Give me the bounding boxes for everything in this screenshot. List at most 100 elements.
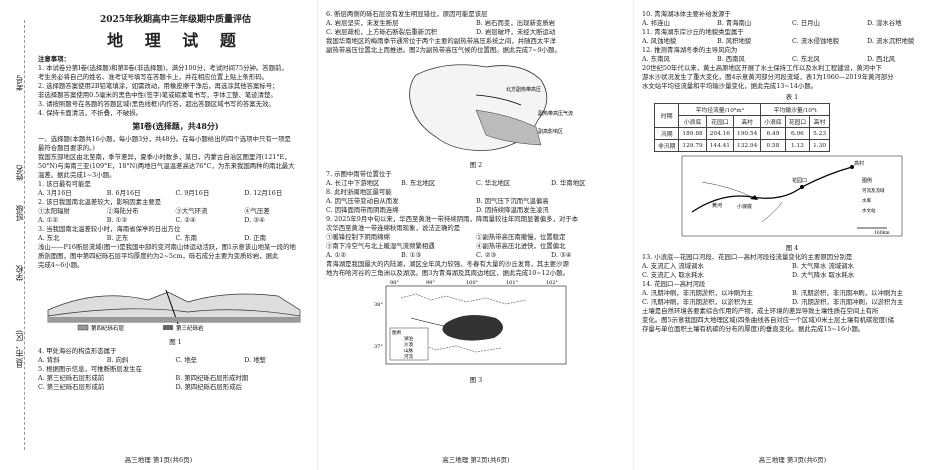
table-cell: 132.94 bbox=[732, 139, 762, 152]
lake-shape bbox=[442, 314, 504, 341]
mountain-range bbox=[400, 293, 527, 305]
question-12-options: A. 东南风 B. 西南风 C. 东北风 D. 西北风 bbox=[642, 55, 942, 64]
question-8-options-2: C. 因锋面雨带而阴雨连绵 D. 因持续降温而发生凌汛 bbox=[326, 206, 626, 215]
passage-line: 浅山——P16断层流域(图一)是我国中部的变河南山体运动活跃，图1示意该山地某一… bbox=[38, 243, 296, 251]
option: C. ②③ bbox=[476, 251, 497, 259]
question-11-options: A. 风蚀地貌 B. 风积地貌 C. 流水侵蚀地貌 D. 流水沉积地貌 bbox=[642, 37, 942, 46]
option: B. 6月16日 bbox=[106, 189, 141, 197]
option: ②海陆分布 bbox=[106, 207, 139, 215]
question-9: 9. 2025年9月中旬以来，华西至黄淮一带持续阴雨，降雨量较往年同期显著偏多，… bbox=[326, 215, 579, 223]
question-8-options: A. 因气压带变动自从而发 B. 因气压下沉而气温偏高 bbox=[326, 197, 626, 206]
legend-item: 山脉 bbox=[404, 347, 413, 354]
note-line: 非选择题答案使用0.5毫米的黑色中性(签字)笔或碳素笔书写，字体工整、笔迹清楚。 bbox=[38, 91, 277, 99]
option: D. ③④ bbox=[244, 216, 265, 224]
table-header-sediment: 平均输沙量/10⁸t bbox=[760, 103, 831, 116]
map-label: 花园口 bbox=[792, 177, 807, 184]
option: B. 向斜 bbox=[106, 356, 129, 364]
longitude-label: 100° bbox=[466, 280, 479, 286]
latitude-label: 37° bbox=[374, 344, 383, 350]
question-10: 10. 青海湖冰体主要补给发源于 bbox=[642, 10, 731, 18]
option: D. ③④ bbox=[551, 251, 572, 259]
passage-line: 地为布哈河谷的三角洲以及湖滨。图3为青海湖及其周边地区，据此完成10~12小题。 bbox=[326, 269, 569, 277]
map-legend bbox=[389, 327, 429, 361]
legend-item: 沙漠 bbox=[404, 341, 413, 348]
question-8: 8. 此时浙闽地区最可能 bbox=[326, 188, 392, 196]
question-9-options: A. ①② B. ①③ C. ②③ D. ③④ bbox=[326, 251, 626, 260]
option: C. 东南 bbox=[175, 234, 198, 242]
option: A. 第三纪砾石层形成前 bbox=[38, 374, 105, 382]
page-footer: 高三地理 第1页(共6页) bbox=[124, 456, 193, 464]
option: C. 岩层疏松，上方砾石断裂后重新沉积 bbox=[326, 28, 437, 36]
notes-heading: 注意事项： bbox=[38, 55, 70, 63]
legend-item: 湖泊 bbox=[404, 335, 413, 342]
option: C. 流水侵蚀地貌 bbox=[792, 37, 840, 45]
option: ②副热带高压南撤慢，位置稳定 bbox=[476, 233, 566, 241]
table-header-runoff: 平均径流量/10⁸m³ bbox=[678, 103, 762, 116]
table-cell: 204.16 bbox=[705, 127, 735, 140]
table-cell: 6.49 bbox=[760, 127, 786, 140]
question-14-options-2: C. 汛期冲刷，非汛期淤积，以淤积为主 D. 汛期淤积，非汛期冲刷，以淤积为主 bbox=[642, 298, 942, 307]
option: A. 3月16日 bbox=[38, 189, 72, 197]
figure-3-caption: 图 3 bbox=[469, 376, 483, 384]
figure-1-caption: 图 1 bbox=[169, 338, 182, 346]
passage-line: 土壤是自然环境各要素综合作用的产物，成土环境的差异导致土壤性质在空间上有所 bbox=[642, 307, 879, 315]
exam-page-2: 6. 断层两侧的砾石层没有发生明显错位，原因可能是该层 A. 岩层坚实，未发生断… bbox=[317, 0, 634, 470]
option: A. 汛期冲刷，非汛期淤积，以冲刷为主 bbox=[642, 289, 753, 297]
rain-belt-line bbox=[475, 94, 522, 106]
option: A. 祁连山 bbox=[642, 19, 670, 27]
note-line: 1. 本试卷分第Ⅰ卷(选择题)和第Ⅱ卷(非选择题)，满分100分，考试时间75分… bbox=[38, 64, 288, 72]
reservoir-marker bbox=[750, 195, 758, 200]
question-6: 6. 断层两侧的砾石层没有发生明显错位，原因可能是该层 bbox=[326, 10, 488, 18]
table-cell: 1.13 bbox=[784, 139, 811, 152]
figure-4-caption: 图 4 bbox=[785, 244, 799, 252]
intro-line: 一、选择题(本题共16小题，每小题3分，共48分。在每小题给出的四个选项中只有一… bbox=[38, 135, 291, 143]
question-7: 7. 示图中雨带位置位于 bbox=[326, 170, 392, 178]
passage-line: 副热带高压位置北上而推进。图2为副热带高压气候的位置图。据此完成7~9小题。 bbox=[326, 46, 561, 54]
latitude-label: 38° bbox=[374, 302, 383, 308]
legend-title: 图例 bbox=[392, 329, 401, 336]
option: B. 岩石而变，出现新变质岩 bbox=[476, 19, 556, 27]
exam-number-label: 考号 bbox=[15, 75, 24, 91]
option: B. 西南风 bbox=[717, 55, 745, 63]
option: ④副热带高压北进快，位置偏北 bbox=[476, 242, 566, 250]
binding-dashed-line bbox=[24, 20, 25, 450]
name-label: 姓名 bbox=[15, 165, 24, 181]
table-subheader: 小浪底 bbox=[678, 115, 707, 128]
question-11: 11. 青海湖东岸沙丘的地貌类型属于 bbox=[642, 28, 744, 36]
question-10-options: A. 祁连山 B. 青海南山 C. 日月山 D. 湟水谷地 bbox=[642, 19, 942, 28]
map-label: 副热带高压气流 bbox=[538, 110, 573, 117]
page-footer: 高三地理 第2页(共6页) bbox=[442, 456, 510, 464]
question-14-options: A. 汛期冲刷，非汛期淤积，以冲刷为主 B. 汛期淤积，非汛期冲刷，以冲刷为主 bbox=[642, 289, 942, 298]
page3-content: 10. 青海湖冰体主要补给发源于 A. 祁连山 B. 青海南山 C. 日月山 D… bbox=[642, 0, 942, 334]
legend-item: 水文站 bbox=[862, 207, 876, 214]
note-line: 2. 选择题答案使用2B铅笔填涂，如需改动，用橡皮擦干净后，再选涂其他答案标号； bbox=[38, 82, 279, 90]
legend-item: 水库 bbox=[862, 197, 871, 204]
option: D. 华南地区 bbox=[551, 179, 586, 187]
passage-line: 变化。图5示意我国四大地理区域(四条曲线各自对应一个区域)0米土层土壤有机碳密度… bbox=[642, 316, 895, 324]
option: C. 华北地区 bbox=[476, 179, 511, 187]
qinghai-lake-map: 98° 99° 100° 101° 102° 38° 37° 图例 湖泊 沙漠 … bbox=[374, 280, 567, 365]
option: D. 流水沉积地貌 bbox=[867, 37, 915, 45]
longitude-label: 102° bbox=[546, 280, 559, 286]
scale-label: 160km bbox=[874, 230, 890, 236]
option: A. 长江中下游地区 bbox=[326, 179, 380, 187]
option: C. 东北风 bbox=[792, 55, 820, 63]
school-label: 学校 bbox=[15, 265, 24, 281]
note-line: 考生务必将自己的姓名、准考证号填写在答题卡上，并在相应位置上贴上条形码。 bbox=[38, 73, 269, 81]
table-cell: 0.58 bbox=[760, 139, 786, 152]
option: A. 岩层坚实，未发生断层 bbox=[326, 19, 399, 27]
passage-line: 我国华南地区的梅雨季节通常位于两个主要的副热带高压系统之间，并随西太平洋 bbox=[326, 37, 557, 45]
station-marker bbox=[850, 165, 854, 169]
intro-line: 50°N)与海南三亚(109°E，18°N)两地日气温温差高达76°C，为东来我… bbox=[38, 162, 295, 170]
option: A. 东北 bbox=[38, 234, 60, 242]
option: ①暖锋控制下阴雨绵绵 bbox=[326, 233, 390, 241]
intro-line: 温差。据此完成1~3小题。 bbox=[38, 171, 116, 179]
question-1: 1. 该日最有可能是 bbox=[38, 180, 91, 188]
question-4: 4. 甲处海谷的构造形态属于 bbox=[38, 347, 117, 355]
question-2-statements: ①太阳辐射 ②海陆分布 ③大气环流 ④气压差 bbox=[38, 207, 313, 216]
binding-strip: 考号 姓名 班级 学校 县(市、区) bbox=[0, 0, 38, 470]
hydrology-table: 时期 平均径流量/10⁸m³ 平均输沙量/10⁸t 小浪底 花园口 高村 小浪底… bbox=[653, 103, 831, 152]
layer-boundary bbox=[47, 308, 301, 317]
table-subheader: 花园口 bbox=[705, 115, 735, 128]
option: A. 东南风 bbox=[642, 55, 670, 63]
